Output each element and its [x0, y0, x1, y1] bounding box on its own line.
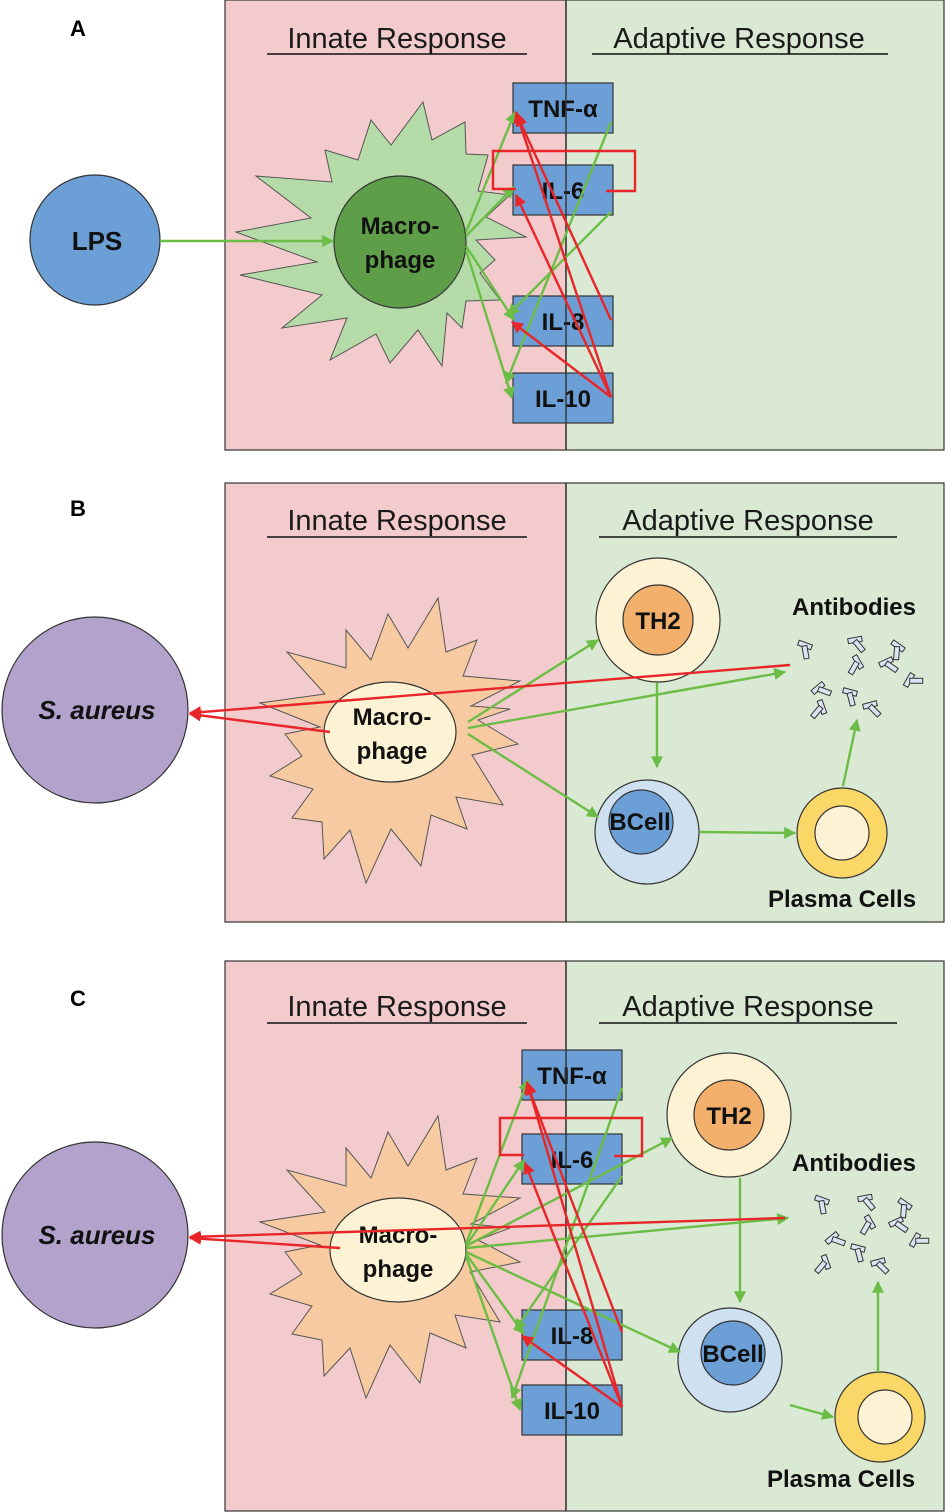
plasma-cells-label: Plasma Cells	[768, 886, 916, 913]
plasma-cells-label: Plasma Cells	[767, 1466, 915, 1493]
cytokine-label: IL-8	[551, 1323, 594, 1350]
cytokine-label: TNF-α	[528, 96, 598, 123]
th2-label: TH2	[635, 608, 680, 635]
bcell-label: BCell	[609, 809, 670, 836]
cytokine-label: IL-8	[542, 309, 585, 336]
macrophage-label-1: Macro-	[361, 213, 440, 240]
macrophage-label-2: phage	[363, 1256, 434, 1283]
bcell: BCell	[594, 779, 700, 885]
th2-label: TH2	[706, 1103, 751, 1130]
adaptive-title: Adaptive Response	[622, 505, 874, 537]
panel-c: C Innate Response Adaptive Response S. a…	[1, 960, 945, 1512]
macrophage-label-2: phage	[365, 247, 436, 274]
panel-label: C	[70, 986, 86, 1011]
cytokine-il6: IL-6	[512, 164, 614, 216]
cytokine-label: IL-10	[535, 386, 591, 413]
plasma-cell	[796, 787, 888, 879]
plasma-cell	[834, 1371, 926, 1463]
cytokine-tnf: TNF-α	[512, 82, 614, 134]
panel-b: B Innate Response Adaptive Response S. a…	[1, 482, 945, 923]
adaptive-title: Adaptive Response	[613, 23, 865, 55]
cytokine-label: TNF-α	[537, 1063, 607, 1090]
s-aureus-label: S. aureus	[38, 1220, 155, 1250]
adaptive-title: Adaptive Response	[622, 991, 874, 1023]
inhibition-arrows	[491, 110, 637, 398]
macrophage-label-1: Macro-	[353, 704, 432, 731]
panel-a: A Innate Response Adaptive Response LPS …	[29, 0, 945, 451]
cytokine-il10: IL-10	[521, 1384, 623, 1436]
panel-label: A	[70, 16, 86, 41]
s-aureus-node	[1, 616, 189, 804]
macrophage-label-1: Macro-	[359, 1222, 438, 1249]
cytokine-il8: IL-8	[512, 295, 614, 347]
s-aureus-node	[1, 1141, 189, 1329]
bcell: BCell	[677, 1307, 783, 1413]
innate-title: Innate Response	[287, 991, 506, 1023]
panel-label: B	[70, 496, 86, 521]
adaptive-region	[565, 0, 945, 451]
cytokine-il10: IL-10	[512, 372, 614, 424]
macrophage-label-2: phage	[357, 738, 428, 765]
innate-title: Innate Response	[287, 23, 506, 55]
inhibition-arrows	[188, 1080, 786, 1408]
macrophage-node	[333, 175, 467, 309]
th2-cell: TH2	[666, 1052, 792, 1178]
cytokine-label: IL-6	[551, 1147, 594, 1174]
th2-cell: TH2	[595, 557, 721, 683]
antibodies-label: Antibodies	[792, 594, 916, 621]
bcell-label: BCell	[702, 1341, 763, 1368]
lps-label: LPS	[72, 226, 123, 256]
macrophage-node	[329, 1197, 467, 1303]
s-aureus-label: S. aureus	[38, 695, 155, 725]
inhibition-arrows	[188, 663, 791, 734]
antibodies-label: Antibodies	[792, 1150, 916, 1177]
cytokine-il6: IL-6	[521, 1133, 623, 1185]
cytokine-tnf: TNF-α	[521, 1049, 623, 1101]
stimulation-arrows	[160, 110, 613, 400]
stimulation-arrows	[467, 638, 861, 839]
innate-title: Innate Response	[287, 505, 506, 537]
cytokine-label: IL-10	[544, 1398, 600, 1425]
